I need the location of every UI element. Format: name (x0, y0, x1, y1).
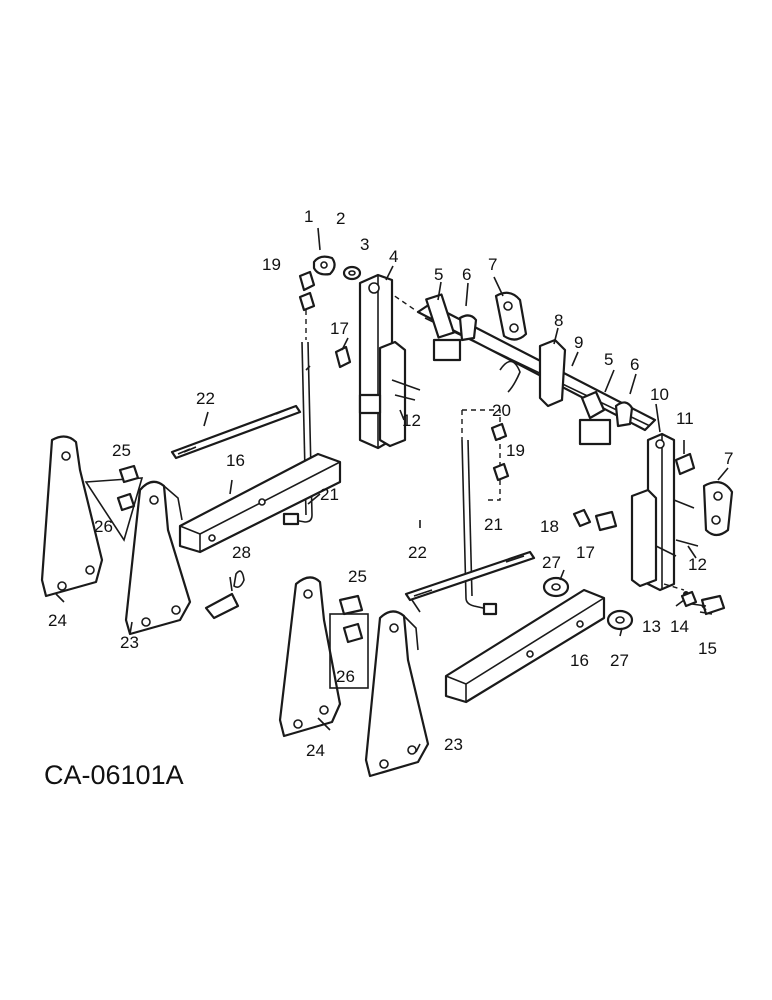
drawing-code: CA-06101A (44, 760, 184, 790)
callout-24b: 24 (306, 741, 325, 760)
callout-13: 13 (642, 617, 661, 636)
spacer-box-left (84, 464, 144, 542)
side-plate-left-23 (124, 480, 192, 636)
clip-28 (204, 570, 245, 620)
side-plate-left-24 (40, 435, 104, 598)
spring (499, 360, 521, 393)
fittings-upper (298, 270, 316, 340)
callout-12b: 12 (688, 555, 707, 574)
callout-18: 18 (540, 517, 559, 536)
rod-right (461, 409, 510, 616)
washers-27 (542, 576, 634, 631)
callout-21b: 21 (484, 515, 503, 534)
callout-7: 7 (488, 255, 497, 274)
callout-26b: 26 (336, 667, 355, 686)
callout-22a: 22 (196, 389, 215, 408)
bolt-washer-group (312, 227, 362, 281)
callout-2: 2 (336, 209, 345, 228)
callout-10: 10 (650, 385, 669, 404)
bolt-nut-group (663, 583, 726, 616)
callout-6b: 6 (630, 355, 639, 374)
pin-upper (334, 345, 352, 369)
callout-19b: 19 (506, 441, 525, 460)
collar-bracket-left (425, 291, 528, 362)
pin-right-18 (572, 508, 592, 528)
right-upright-bracket (630, 432, 699, 592)
cross-bar-right (444, 588, 606, 704)
leader-lines (55, 265, 729, 753)
callout-26a: 26 (94, 517, 113, 536)
callout-16a: 16 (226, 451, 245, 470)
callout-17b: 17 (576, 543, 595, 562)
callout-5: 5 (434, 265, 443, 284)
callout-23b: 23 (444, 735, 463, 754)
wear-block (674, 452, 696, 476)
spacer-box-right (329, 594, 369, 689)
callout-15: 15 (698, 639, 717, 658)
callout-4: 4 (389, 247, 398, 266)
side-plate-right-24 (278, 576, 342, 738)
callout-16b: 16 (570, 651, 589, 670)
callout-9: 9 (574, 333, 583, 352)
callout-24a: 24 (48, 611, 67, 630)
callout-3: 3 (360, 235, 369, 254)
callout-23a: 23 (120, 633, 139, 652)
plate-right (702, 481, 734, 537)
callout-25b: 25 (348, 567, 367, 586)
callout-11: 11 (676, 409, 694, 428)
callout-25a: 25 (112, 441, 131, 460)
cross-bar-left (178, 452, 342, 554)
callout-27a: 27 (542, 553, 561, 572)
callout-21a: 21 (320, 485, 339, 504)
center-bracket (538, 338, 567, 408)
callout-14: 14 (670, 617, 689, 636)
callout-28: 28 (232, 543, 251, 562)
callout-19a: 19 (262, 255, 281, 274)
pin-right-17 (594, 510, 618, 532)
callout-6: 6 (462, 265, 471, 284)
left-upright-bracket (358, 273, 421, 450)
callout-5b: 5 (604, 350, 613, 369)
callout-17a: 17 (330, 319, 349, 338)
callout-27b: 27 (610, 651, 629, 670)
callout-1: 1 (304, 207, 313, 226)
callout-22b: 22 (408, 543, 427, 562)
threaded-rod-right (404, 550, 536, 602)
callout-7b: 7 (724, 449, 733, 468)
threaded-rod-left (170, 404, 302, 460)
callout-8: 8 (554, 311, 563, 330)
side-plate-right-23 (364, 610, 430, 778)
collar-bracket-right (578, 390, 634, 446)
callout-20: 20 (492, 401, 511, 420)
callout-12a: 12 (402, 411, 421, 430)
